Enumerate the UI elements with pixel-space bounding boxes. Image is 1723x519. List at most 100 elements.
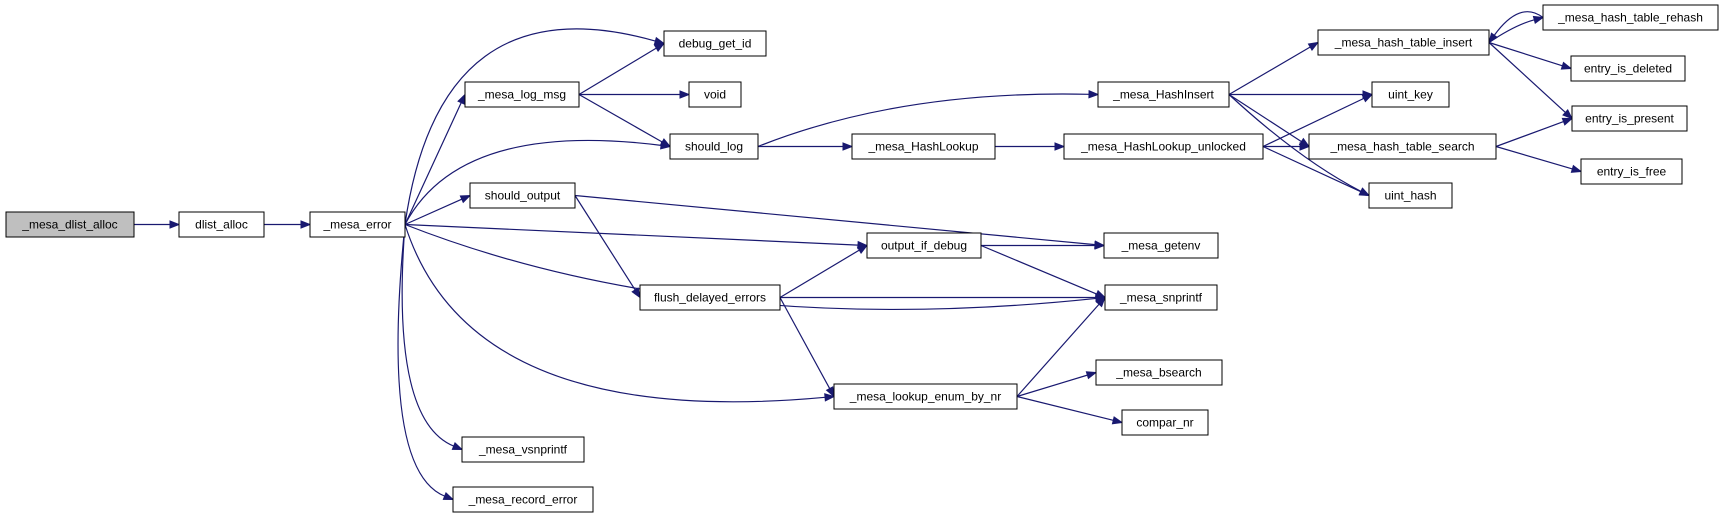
edge-dlist_alloc-to-mesa_error <box>264 220 312 229</box>
node-label: output_if_debug <box>881 239 967 253</box>
call-graph-nodes: _mesa_dlist_alloc dlist_alloc _mesa_error d… <box>5 4 1719 513</box>
node-mesa-hash-table-rehash[interactable]: _mesa_hash_table_rehash <box>1542 4 1719 31</box>
node-debug-get-id[interactable]: debug_get_id <box>663 30 767 57</box>
node-label: _mesa_getenv <box>1121 239 1201 253</box>
edge-mesa_error-to-mesa_lookup_enum_by_nr <box>404 224 836 403</box>
arrowhead <box>1562 108 1574 120</box>
arrowhead <box>631 287 641 299</box>
node-entry-is-deleted[interactable]: entry_is_deleted <box>1570 55 1686 82</box>
node-label: debug_get_id <box>679 37 752 51</box>
arrowhead <box>457 93 466 105</box>
edge-mesa_lookup_enum_by_nr-to-mesa_snprintf <box>1016 296 1106 397</box>
node-label: _mesa_bsearch <box>1115 366 1201 380</box>
edge-mesa_hash_table_search-to-entry_is_free <box>1495 145 1583 173</box>
edge-should_log-to-mesa_HashInsert <box>757 90 1100 148</box>
edge-mesa_error-to-mesa_record_error <box>397 224 455 501</box>
node-box <box>464 81 580 108</box>
edge-should_output-to-mesa_getenv <box>574 194 1106 249</box>
edge-mesa_lookup_enum_by_nr-to-compar_nr <box>1016 395 1124 425</box>
node-entry-is-present[interactable]: entry_is_present <box>1571 105 1688 132</box>
edge-mesa_error-to-output_if_debug <box>404 223 869 250</box>
edge-mesa_log_msg-to-should_log <box>578 93 672 148</box>
edge-mesa_HashLookup-to-mesa_HashLookup_unlocked <box>995 142 1066 151</box>
node-mesa-HashInsert[interactable]: _mesa_HashInsert <box>1097 81 1230 108</box>
edge-output_if_debug-to-mesa_snprintf <box>980 244 1107 299</box>
node-mesa-HashLookup[interactable]: _mesa_HashLookup <box>851 133 996 160</box>
node-mesa-getenv[interactable]: _mesa_getenv <box>1103 232 1219 259</box>
node-label: _mesa_hash_table_insert <box>1334 36 1473 50</box>
node-mesa-lookup-enum-by-nr[interactable]: _mesa_lookup_enum_by_nr <box>833 383 1018 410</box>
node-label: _mesa_error <box>322 218 391 232</box>
node-mesa-hash-table-insert[interactable]: _mesa_hash_table_insert <box>1317 29 1490 56</box>
node-entry-is-free[interactable]: entry_is_free <box>1580 158 1683 185</box>
node-label: should_log <box>685 140 743 154</box>
arrowhead <box>1111 416 1124 425</box>
node-mesa-HashLookup-unlocked[interactable]: _mesa_HashLookup_unlocked <box>1063 133 1264 160</box>
arrowhead <box>1488 32 1499 44</box>
node-output-if-debug[interactable]: output_if_debug <box>866 232 982 259</box>
arrowhead <box>1054 142 1066 151</box>
arrowhead <box>459 194 472 204</box>
edge-mesa_hash_table_insert-to-entry_is_present <box>1488 42 1574 120</box>
arrowhead <box>679 90 691 99</box>
node-mesa-error[interactable]: _mesa_error <box>309 211 406 238</box>
edge-output_if_debug-to-mesa_getenv <box>981 241 1106 250</box>
arrowhead <box>300 220 312 229</box>
node-box <box>669 133 759 160</box>
node-void[interactable]: void <box>688 81 742 108</box>
node-box <box>1580 158 1683 185</box>
node-label: entry_is_free <box>1597 165 1667 179</box>
node-should-output[interactable]: should_output <box>469 182 576 209</box>
node-mesa-bsearch[interactable]: _mesa_bsearch <box>1095 359 1223 386</box>
node-dlist-alloc[interactable]: dlist_alloc <box>178 211 265 238</box>
node-mesa-dlist-alloc[interactable]: _mesa_dlist_alloc <box>5 211 135 238</box>
edge-should_output-to-flush_delayed_errors <box>574 195 641 299</box>
arrowhead <box>169 220 181 229</box>
node-box <box>639 284 781 311</box>
node-flush-delayed-errors[interactable]: flush_delayed_errors <box>639 284 781 311</box>
node-mesa-log-msg[interactable]: _mesa_log_msg <box>464 81 580 108</box>
node-box <box>178 211 265 238</box>
arrowhead <box>1299 142 1311 151</box>
node-mesa-vsnprintf[interactable]: _mesa_vsnprintf <box>461 436 585 463</box>
arrowhead <box>1561 117 1574 126</box>
node-uint-hash[interactable]: uint_hash <box>1368 182 1453 209</box>
edge-should_log-to-mesa_HashLookup <box>758 142 854 151</box>
arrowhead <box>653 42 666 53</box>
arrowhead <box>842 142 854 151</box>
arrowhead <box>856 244 869 255</box>
node-box <box>663 30 767 57</box>
node-label: _mesa_HashInsert <box>1112 88 1214 102</box>
node-label: entry_is_deleted <box>1584 62 1672 76</box>
edge-mesa_dlist_alloc-to-dlist_alloc <box>134 220 181 229</box>
node-box <box>1317 29 1490 56</box>
node-box <box>851 133 996 160</box>
node-uint-key[interactable]: uint_key <box>1371 81 1450 108</box>
edge-mesa_hash_table_insert-to-entry_is_deleted <box>1488 41 1573 70</box>
node-box <box>1542 4 1719 31</box>
node-label: should_output <box>485 189 561 203</box>
node-label: _mesa_record_error <box>468 493 578 507</box>
edge-mesa_HashLookup_unlocked-to-uint_hash <box>1262 145 1371 197</box>
node-compar-nr[interactable]: compar_nr <box>1121 409 1209 436</box>
node-label: compar_nr <box>1136 416 1193 430</box>
node-label: entry_is_present <box>1585 112 1674 126</box>
node-box <box>1570 55 1686 82</box>
edge-mesa_log_msg-to-debug_get_id <box>578 42 666 96</box>
node-box <box>866 232 982 259</box>
node-mesa-hash-table-search[interactable]: _mesa_hash_table_search <box>1308 133 1497 160</box>
edge-mesa_hash_table_rehash-to-mesa_hash_table_insert <box>1488 11 1544 44</box>
node-label: _mesa_vsnprintf <box>478 443 568 457</box>
node-mesa-snprintf[interactable]: _mesa_snprintf <box>1104 284 1218 311</box>
arrowhead <box>1085 371 1098 380</box>
edge-mesa_error-to-should_log <box>404 139 672 225</box>
node-box <box>1368 182 1453 209</box>
node-label: _mesa_log_msg <box>477 88 566 102</box>
node-label: _mesa_HashLookup <box>867 140 978 154</box>
node-mesa-record-error[interactable]: _mesa_record_error <box>452 486 594 513</box>
edge-mesa_lookup_enum_by_nr-to-mesa_bsearch <box>1016 371 1098 398</box>
arrowhead <box>1560 61 1573 70</box>
edge-mesa_error-to-mesa_vsnprintf <box>401 224 464 451</box>
arrowhead <box>824 393 836 402</box>
node-should-log[interactable]: should_log <box>669 133 759 160</box>
